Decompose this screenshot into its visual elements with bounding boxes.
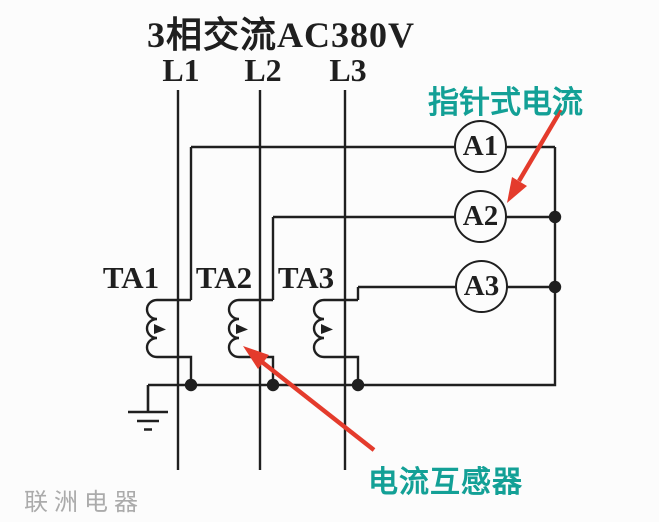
ammeter-a3: A3	[455, 260, 508, 313]
ct-tick-ta2	[236, 324, 248, 334]
junction-dots	[184, 210, 562, 392]
page-title: 3相交流AC380V	[147, 15, 415, 55]
ammeter-a2: A2	[454, 190, 507, 243]
phase-lines	[176, 90, 347, 470]
ct-label-ta3: TA3	[277, 260, 335, 295]
meter-wires	[148, 145, 557, 387]
ct-tick-ta1	[154, 324, 166, 334]
junction-dot	[184, 378, 198, 392]
ct-coil-ta2	[227, 217, 275, 385]
junction-dot	[548, 280, 562, 294]
phase-label-l2: L2	[244, 52, 282, 88]
phase-label-l3: L3	[329, 52, 367, 88]
annotation-ct-note: 电流互感器	[368, 466, 523, 499]
annotation-ammeter-note: 指针式电流	[428, 85, 583, 120]
ground-icon	[128, 385, 168, 431]
ammeter-a2-label: A2	[462, 200, 499, 232]
junction-dot	[548, 210, 562, 224]
arrow-to-ammeter-icon	[507, 108, 563, 203]
junction-dot	[351, 378, 365, 392]
ct-label-ta1: TA1	[102, 260, 160, 295]
ct-label-ta2: TA2	[195, 260, 253, 295]
ammeter-a1: A1	[454, 120, 507, 173]
ammeter-a1-label: A1	[462, 130, 499, 162]
arrow-to-ct-icon	[243, 346, 376, 452]
ammeter-a3-label: A3	[463, 270, 500, 302]
ct-tick-ta3	[321, 324, 333, 334]
ct-coil-ta1	[145, 147, 193, 385]
junction-dot	[266, 378, 280, 392]
phase-label-l1: L1	[162, 52, 200, 88]
ct-coil-ta3	[312, 287, 360, 385]
watermark-text: 联洲电器	[24, 490, 144, 516]
